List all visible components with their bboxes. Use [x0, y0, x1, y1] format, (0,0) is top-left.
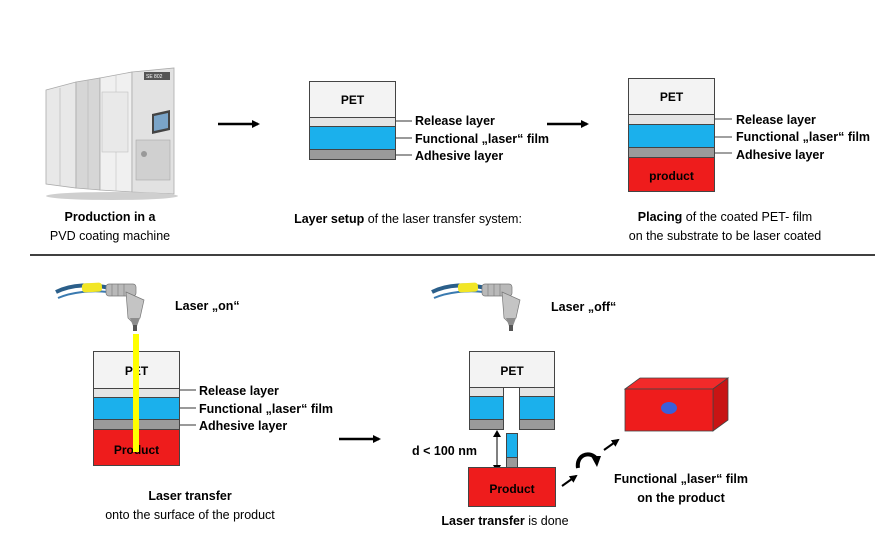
laser-off-label: Laser „off“ [551, 300, 617, 314]
functional-layer [628, 124, 715, 148]
functional-label: Functional „laser“ film [736, 130, 871, 144]
adhesive-layer [469, 419, 504, 430]
rotate-arrow-icon [574, 448, 604, 474]
product-box-3d [622, 375, 732, 435]
adhesive-label: Adhesive layer [199, 419, 288, 433]
adhesive-layer [309, 149, 396, 160]
product-block: product [628, 157, 715, 192]
gap-label: d < 100 nm [412, 444, 477, 458]
machine-caption: Production in a PVD coating machine [49, 210, 171, 243]
pet-layer: PET [309, 81, 396, 118]
result-caption: Functional „laser“ film on the product [613, 472, 749, 505]
functional-layer [469, 396, 504, 420]
laser-transfer-caption: Laser transfer onto the surface of the p… [105, 489, 275, 522]
placing-caption: Placing of the coated PET- film on the s… [628, 210, 822, 243]
pvd-coating-machine: SE 802 [40, 62, 180, 202]
transferred-functional-film [506, 433, 518, 458]
pet-layer: PET [469, 351, 555, 388]
product-block: Product [468, 467, 556, 507]
adhesive-label: Adhesive layer [736, 148, 825, 162]
transfer-done-caption: Laser transfer is done [441, 514, 569, 528]
laser-head-icon [428, 278, 538, 334]
release-label: Release layer [415, 114, 495, 128]
pet-layer: PET [628, 78, 715, 115]
layer-setup-caption: Layer setup of the laser transfer system… [294, 212, 522, 226]
adhesive-label: Adhesive layer [415, 149, 504, 163]
laser-head-icon [52, 278, 162, 334]
functional-label: Functional „laser“ film [415, 132, 550, 146]
functional-layer [309, 126, 396, 150]
svg-text:SE 802: SE 802 [146, 74, 163, 80]
adhesive-layer [519, 419, 555, 430]
functional-label: Functional „laser“ film [199, 402, 334, 416]
functional-layer [519, 396, 555, 420]
release-label: Release layer [736, 113, 816, 127]
laser-on-label: Laser „on“ [175, 299, 240, 313]
laser-beam [133, 334, 139, 452]
release-label: Release layer [199, 384, 279, 398]
